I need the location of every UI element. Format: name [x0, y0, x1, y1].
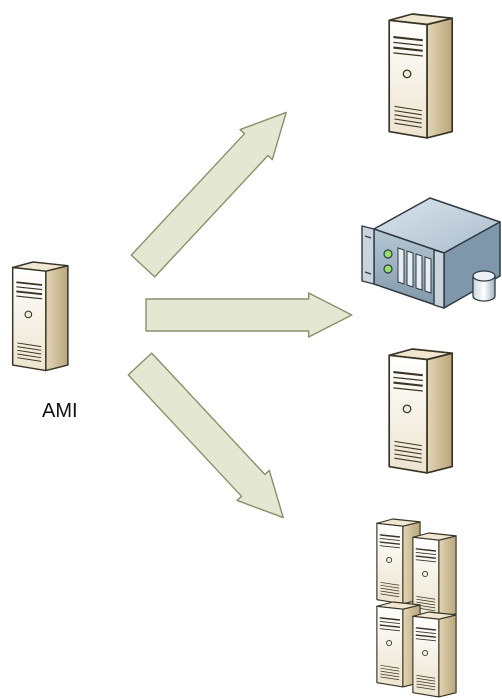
- server-cluster-icon: [376, 518, 457, 698]
- arrow-to-third-server: [123, 348, 301, 534]
- tower-server-icon: [388, 12, 454, 139]
- tower-server-icon: [11, 261, 69, 372]
- arrow-to-top-server: [126, 96, 304, 282]
- arrow-to-rack-server: [145, 292, 353, 338]
- tower-server-icon: [388, 347, 454, 474]
- ami-label: AMI: [42, 400, 78, 422]
- rack-server-icon: [361, 197, 501, 309]
